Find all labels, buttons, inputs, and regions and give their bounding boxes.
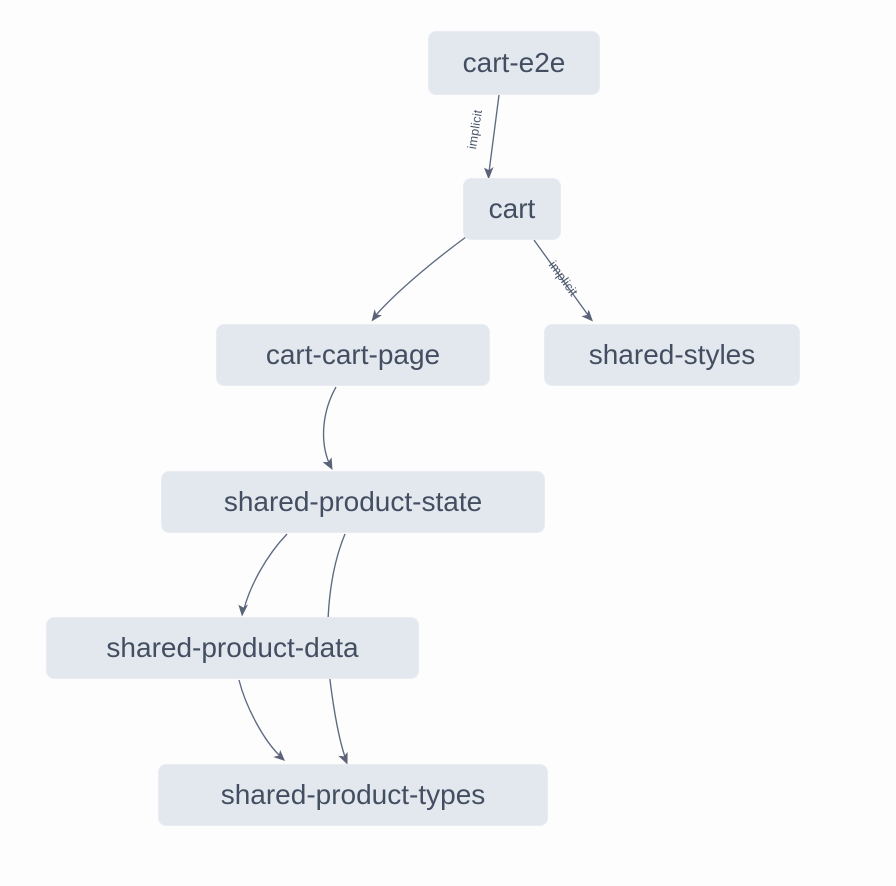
node-shared-product-types[interactable]: shared-product-types	[158, 764, 548, 826]
node-cart-cart-page[interactable]: cart-cart-page	[216, 324, 490, 386]
edge-shared-product-data-to-shared-product-types	[238, 679, 285, 761]
edge-path	[375, 236, 467, 316]
node-shared-product-data[interactable]: shared-product-data	[46, 617, 419, 679]
edge-cart-e2e-to-cart: implicit	[465, 94, 500, 180]
node-cart[interactable]: cart	[463, 178, 561, 240]
node-label: cart	[488, 193, 536, 224]
edge-path	[533, 239, 589, 316]
arrowhead	[338, 752, 348, 765]
arrowhead	[238, 604, 249, 617]
node-label: shared-product-types	[220, 779, 486, 810]
edge-cart-to-cart-cart-page	[371, 236, 467, 322]
node-label: cart-cart-page	[265, 339, 441, 370]
edge-label-implicit-cart: implicit	[465, 108, 485, 150]
arrowhead	[322, 457, 333, 470]
edge-path	[488, 94, 500, 173]
edge-path	[322, 386, 337, 464]
edge-label-implicit-styles: implicit	[546, 258, 581, 299]
node-shared-styles[interactable]: shared-styles	[544, 324, 800, 386]
node-label: cart-e2e	[462, 47, 566, 78]
node-shared-product-state[interactable]: shared-product-state	[161, 471, 545, 533]
node-label: shared-product-state	[223, 486, 483, 517]
arrowhead	[484, 166, 494, 180]
edge-shared-product-state-to-shared-product-data	[238, 533, 288, 617]
node-cart-e2e[interactable]: cart-e2e	[428, 31, 600, 95]
edge-cart-to-shared-styles: implicit	[533, 239, 593, 322]
arrowhead	[371, 309, 382, 322]
arrowhead	[273, 750, 285, 761]
node-label: shared-styles	[588, 339, 756, 370]
edge-path	[243, 533, 288, 610]
edge-path	[238, 679, 280, 756]
arrowhead	[581, 309, 593, 322]
edge-cart-cart-page-to-shared-product-state	[322, 386, 337, 470]
node-label: shared-product-data	[106, 632, 359, 663]
